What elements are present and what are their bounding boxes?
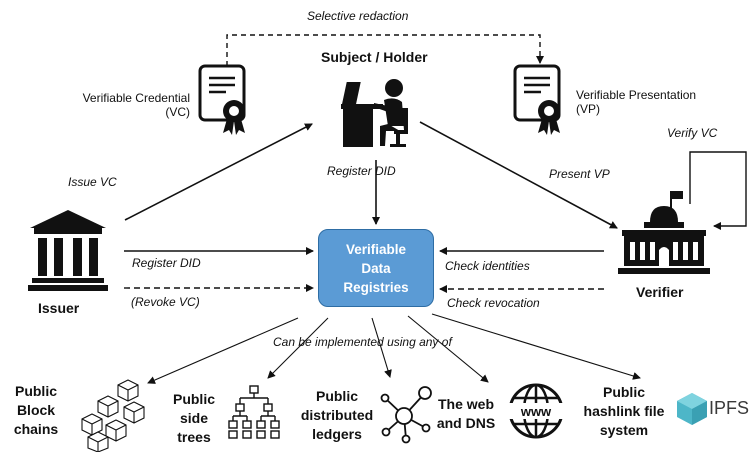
check-identities-label: Check identities xyxy=(445,259,530,273)
blockchain-cubes-icon xyxy=(81,379,145,452)
selective-redaction-label: Selective redaction xyxy=(307,9,409,23)
present-vp-label: Present VP xyxy=(549,167,610,181)
impl-line: Public xyxy=(315,388,358,404)
impl-public-distributed-ledgers: Public distributed ledgers xyxy=(296,387,378,444)
impl-line: Block xyxy=(16,402,56,418)
verifiable-data-registries-box: Verifiable Data Registries xyxy=(318,229,434,307)
vc-label-line: (VC) xyxy=(165,105,190,119)
impl-line: The web xyxy=(437,396,494,412)
certificate-icon xyxy=(198,64,246,135)
registry-line: Data xyxy=(361,260,391,276)
issue-vc-label: Issue VC xyxy=(68,175,117,189)
present-vp-arrow xyxy=(419,121,618,229)
impl-public-blockchains: Public Block chains xyxy=(8,382,64,439)
fan-arrow-sidetrees xyxy=(267,317,329,379)
impl-line: Public xyxy=(602,384,645,400)
vp-label-line: Verifiable Presentation xyxy=(576,88,697,102)
fan-arrow-blockchain xyxy=(147,317,299,384)
network-nodes-icon xyxy=(380,386,432,444)
vp-label: Verifiable Presentation (VP) xyxy=(576,88,696,116)
ipfs-label: IPFS xyxy=(709,398,750,418)
impl-line: distributed xyxy=(300,407,374,423)
vc-label-line: Verifiable Credential xyxy=(82,91,190,105)
impl-line: system xyxy=(599,422,649,438)
issue-vc-arrow xyxy=(124,123,313,221)
registry-line: Registries xyxy=(343,279,409,295)
impl-line: side xyxy=(179,410,208,426)
holder-register-did-label: Register DID xyxy=(327,164,396,178)
fan-arrow-web xyxy=(407,315,489,383)
issuer-title: Issuer xyxy=(38,300,80,316)
fan-arrow-ledgers xyxy=(371,317,392,378)
person-at-computer-icon xyxy=(341,79,408,147)
impl-line: trees xyxy=(177,429,211,445)
impl-line: and DNS xyxy=(436,415,496,431)
issuer-register-did-label: Register DID xyxy=(132,256,201,270)
impl-line: Public xyxy=(172,391,215,407)
globe-www-icon: www xyxy=(508,383,564,439)
impl-web-and-dns: The web and DNS xyxy=(434,395,498,433)
check-revocation-label: Check revocation xyxy=(447,296,540,310)
impl-public-hashlink-file-system: Public hashlink file system xyxy=(576,383,672,440)
vc-label: Verifiable Credential (VC) xyxy=(60,91,190,119)
impl-line: Public xyxy=(14,383,57,399)
registry-line: Verifiable xyxy=(345,241,407,257)
verify-vc-label: Verify VC xyxy=(667,126,718,140)
holder-title: Subject / Holder xyxy=(321,49,428,65)
impl-line: hashlink file xyxy=(583,403,665,419)
verify-vc-loop xyxy=(689,151,747,230)
implemented-using-label: Can be implemented using any of xyxy=(273,335,452,349)
tree-hierarchy-icon xyxy=(228,385,280,439)
svg-text:www: www xyxy=(520,404,552,419)
impl-line: ledgers xyxy=(312,426,362,442)
ipfs-cube-icon xyxy=(677,393,707,425)
vp-label-line: (VP) xyxy=(576,102,600,116)
verifier-title: Verifier xyxy=(636,284,684,300)
government-building-icon xyxy=(618,191,710,274)
certificate-icon xyxy=(513,64,561,135)
impl-public-side-trees: Public side trees xyxy=(166,390,222,447)
fan-arrow-hashlink xyxy=(431,313,641,380)
bank-building-icon xyxy=(28,210,108,291)
revoke-vc-label: (Revoke VC) xyxy=(131,295,200,309)
impl-line: chains xyxy=(13,421,59,437)
